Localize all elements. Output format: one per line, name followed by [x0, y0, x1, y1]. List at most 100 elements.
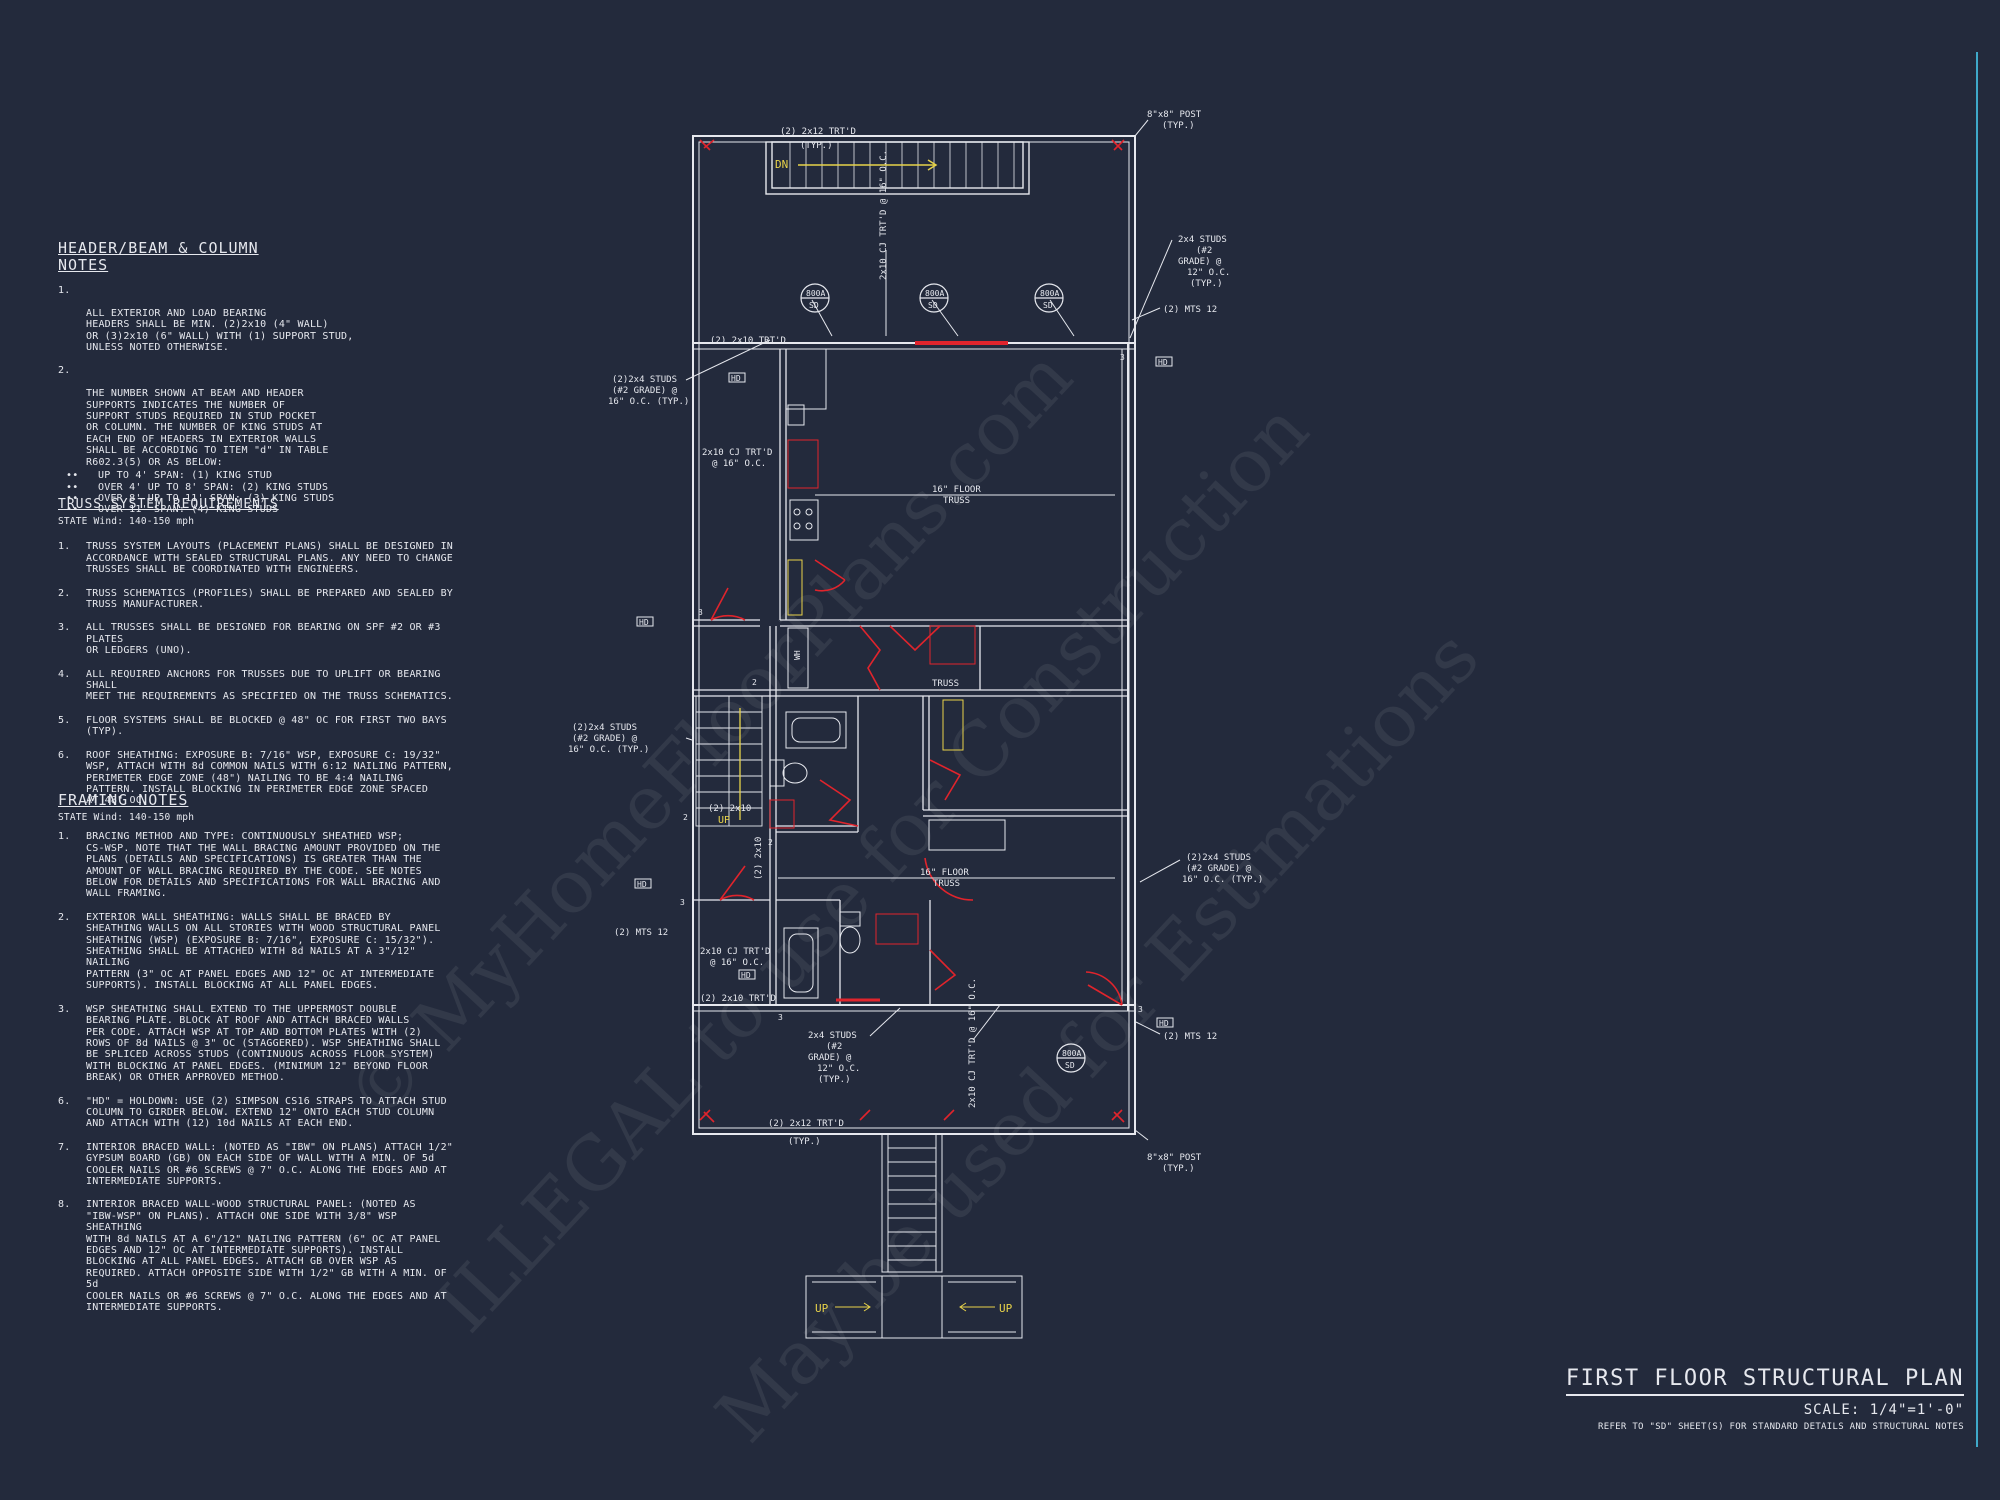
stud-count: 3 [778, 1013, 783, 1022]
list-item: ••OVER 11' SPAN: (4) KING STUDS [66, 504, 279, 516]
note-text: ALL EXTERIOR AND LOAD BEARING HEADERS SH… [86, 307, 354, 354]
studs-left-1-line3: 16" O.C. (TYP.) [608, 397, 689, 407]
studs-bottom-5: (TYP.) [818, 1075, 851, 1085]
steps-up-left: UP [815, 1302, 829, 1315]
trtd-bottom-label: (2) 2x12 TRT'D [768, 1119, 844, 1129]
studs-left-2-line3: 16" O.C. (TYP.) [568, 745, 649, 755]
post-top-typ: (TYP.) [1162, 121, 1195, 131]
studs-right-top-1: 2x4 STUDS [1178, 235, 1227, 245]
cj-1-line2: @ 16" O.C. [712, 459, 766, 469]
cj-vertical-bottom: 2x10 CJ TRT'D @ 16" O.C. [968, 978, 978, 1108]
trtd-mid-label: (2) 2x10 TRT'D [710, 336, 786, 346]
floor-truss-2-line2: TRUSS [933, 879, 960, 889]
studs-right-mid-3: 16" O.C. (TYP.) [1182, 875, 1263, 885]
stud-count: 3 [1138, 1005, 1143, 1014]
sheet-border-line [1976, 52, 1978, 1447]
detail-num: 800A [1040, 289, 1059, 298]
studs-left-2-line1: (2)2x4 STUDS [572, 723, 637, 733]
list-item: ••OVER 4' UP TO 8' SPAN: (2) KING STUDS [66, 481, 329, 493]
floor-truss-2-line1: 16" FLOOR [920, 868, 969, 878]
header-notes-title-line1: HEADER/BEAM & COLUMN [58, 239, 259, 257]
detail-sheet: SD [928, 301, 938, 310]
studs-right-top-2: (#2 [1196, 246, 1212, 256]
list-item: ••UP TO 4' SPAN: (1) KING STUD [66, 470, 273, 482]
mts-label-2: (2) MTS 12 [614, 928, 668, 938]
framing-note-1: 1.BRACING METHOD AND TYPE: CONTINUOUSLY … [58, 831, 441, 900]
hd-label: HD [731, 374, 741, 383]
truss-note-2: 2.TRUSS SCHEMATICS (PROFILES) SHALL BE P… [58, 587, 454, 611]
hd-label: HD [639, 618, 649, 627]
wh-label: WH [793, 650, 802, 660]
framing-notes-title: FRAMING NOTES [58, 791, 189, 809]
mts-label-3: (2) MTS 12 [1163, 1032, 1217, 1042]
top-stair [765, 141, 1030, 195]
post-bottom-label: 8"x8" POST [1147, 1153, 1202, 1163]
header-2x10-vertical: (2) 2x10 [754, 837, 764, 880]
drawing-title: FIRST FLOOR STRUCTURAL PLAN [1565, 1366, 1964, 1396]
truss-notes-title: TRUSS SYSTEM REQUIREMENTS [58, 497, 279, 512]
studs-left-1-line1: (2)2x4 STUDS [612, 375, 677, 385]
hd-label: HD [741, 971, 751, 980]
header-notes-title-line2: NOTES [58, 256, 109, 274]
stud-count: 3 [680, 898, 685, 907]
doors [710, 341, 1123, 1006]
framing-notes: FRAMING NOTES STATE Wind: 140-150 mph 1.… [58, 792, 458, 1325]
interior-stair [695, 695, 763, 827]
studs-right-top-4: 12" O.C. [1187, 268, 1230, 278]
header-beam-notes: HEADER/BEAM & COLUMN NOTES 1. ALL EXTERI… [58, 240, 358, 516]
studs-bottom-1: 2x4 STUDS [808, 1031, 857, 1041]
posts [699, 139, 1125, 1123]
hd-label: HD [1159, 1019, 1169, 1028]
studs-right-top-5: (TYP.) [1190, 279, 1223, 289]
detail-sheet: SD [1043, 301, 1053, 310]
truss-system-notes: TRUSS SYSTEM REQUIREMENTS STATE Wind: 14… [58, 496, 458, 819]
title-block: FIRST FLOOR STRUCTURAL PLAN SCALE: 1/4"=… [1565, 1366, 1964, 1432]
studs-left-1-line2: (#2 GRADE) @ [612, 386, 678, 396]
cj-2-line2: @ 16" O.C. [710, 958, 764, 968]
detail-num: 800A [925, 289, 944, 298]
post-bottom-typ: (TYP.) [1162, 1164, 1195, 1174]
note-number: 1. [58, 285, 71, 296]
truss-note-1: 1.TRUSS SYSTEM LAYOUTS (PLACEMENT PLANS)… [58, 541, 454, 576]
detail-sheet: SD [1065, 1061, 1075, 1070]
trtd-mid2-label: (2) 2x10 TRT'D [700, 994, 776, 1004]
truss-label: TRUSS [932, 679, 959, 689]
detail-sheet: SD [809, 301, 819, 310]
cj-2-line1: 2x10 CJ TRT'D [700, 947, 770, 957]
framing-note-6: 6."HD" = HOLDOWN: USE (2) SIMPSON CS16 S… [58, 1095, 447, 1130]
header-note-1: 1. ALL EXTERIOR AND LOAD BEARING HEADERS… [58, 285, 358, 353]
framing-notes-subtitle: STATE Wind: 140-150 mph [58, 812, 195, 823]
studs-bottom-2: (#2 [826, 1042, 842, 1052]
holdown-boxes [634, 356, 1174, 1028]
fixtures [769, 348, 1006, 999]
stair-dn-label: DN [775, 158, 788, 171]
studs-right-top-3: GRADE) @ [1178, 257, 1222, 267]
leader-lines [685, 119, 1181, 1141]
stud-count: 3 [1120, 353, 1125, 362]
list-item: ••OVER 8' UP TO 11' SPAN: (3) KING STUDS [66, 492, 335, 504]
steps-up-right: UP [999, 1302, 1013, 1315]
stair-up-label: UP [718, 815, 730, 826]
note-number: 2. [58, 365, 71, 377]
header-2x10-label: (2) 2x10 [708, 804, 751, 814]
cj-1-line1: 2x10 CJ TRT'D [702, 448, 772, 458]
detail-callouts [800, 283, 1086, 1073]
trtd-top-label: (2) 2x12 TRT'D [780, 127, 856, 137]
note-text: THE NUMBER SHOWN AT BEAM AND HEADER SUPP… [86, 388, 329, 468]
front-steps [805, 1133, 1023, 1339]
floor-truss-1-line2: TRUSS [943, 496, 970, 506]
span-arrows [778, 250, 1115, 1041]
post-top-label: 8"x8" POST [1147, 110, 1202, 120]
framing-note-2: 2.EXTERIOR WALL SHEATHING: WALLS SHALL B… [58, 911, 441, 992]
framing-note-3: 3.WSP SHEATHING SHALL EXTEND TO THE UPPE… [58, 1003, 441, 1084]
studs-right-mid-2: (#2 GRADE) @ [1186, 864, 1252, 874]
king-stud-list: ••UP TO 4' SPAN: (1) KING STUD ••OVER 4'… [58, 470, 358, 516]
truss-note-5: 5.FLOOR SYSTEMS SHALL BE BLOCKED @ 48" O… [58, 714, 447, 738]
truss-note-6: 6.ROOF SHEATHING: EXPOSURE B: 7/16" WSP,… [58, 749, 454, 807]
truss-notes-subtitle: STATE Wind: 140-150 mph [58, 516, 195, 527]
drawing-reference-note: REFER TO "SD" SHEET(S) FOR STANDARD DETA… [1598, 1422, 1964, 1432]
truss-note-3: 3.ALL TRUSSES SHALL BE DESIGNED FOR BEAR… [58, 622, 441, 657]
